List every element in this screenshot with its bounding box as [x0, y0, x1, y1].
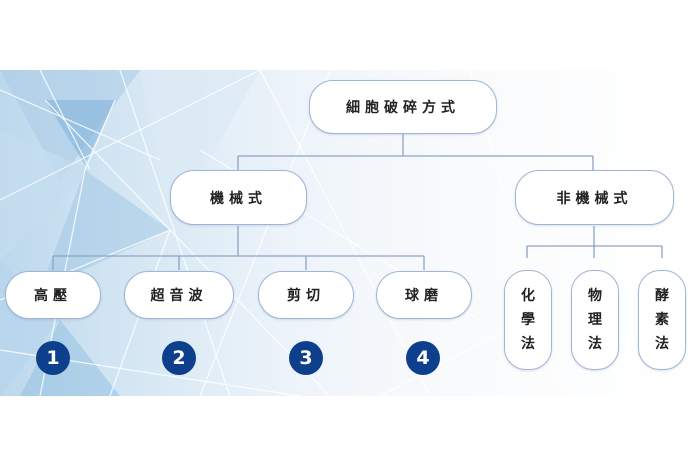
- leaf-node-ultrasonic: 超音波: [124, 271, 234, 319]
- leaf-label: 球磨: [405, 288, 443, 304]
- root-label: 細胞破碎方式: [346, 100, 460, 116]
- branch-node-non-mechanical: 非機械式: [515, 170, 674, 225]
- number-badge-3: 3: [289, 341, 323, 375]
- root-node: 細胞破碎方式: [309, 80, 497, 134]
- branch-label: 機械式: [210, 190, 267, 207]
- number-badge-1: 1: [36, 341, 70, 375]
- leaf-node-chemical: 化 學 法: [504, 270, 552, 370]
- leaf-node-physical: 物 理 法: [571, 270, 619, 370]
- leaf-node-ball-mill: 球磨: [376, 271, 472, 319]
- leaf-node-high-pressure: 高壓: [5, 271, 101, 319]
- connector-lines: [52, 132, 663, 270]
- leaf-label: 超音波: [150, 288, 208, 304]
- branch-label: 非機械式: [556, 190, 633, 207]
- branch-node-mechanical: 機械式: [170, 170, 307, 225]
- leaf-label: 高壓: [34, 288, 72, 304]
- number-badge-2: 2: [162, 341, 196, 375]
- leaf-label: 剪切: [287, 288, 325, 304]
- leaf-node-shear: 剪切: [258, 271, 354, 319]
- number-badge-4: 4: [406, 341, 440, 375]
- leaf-node-enzymatic: 酵 素 法: [638, 270, 686, 370]
